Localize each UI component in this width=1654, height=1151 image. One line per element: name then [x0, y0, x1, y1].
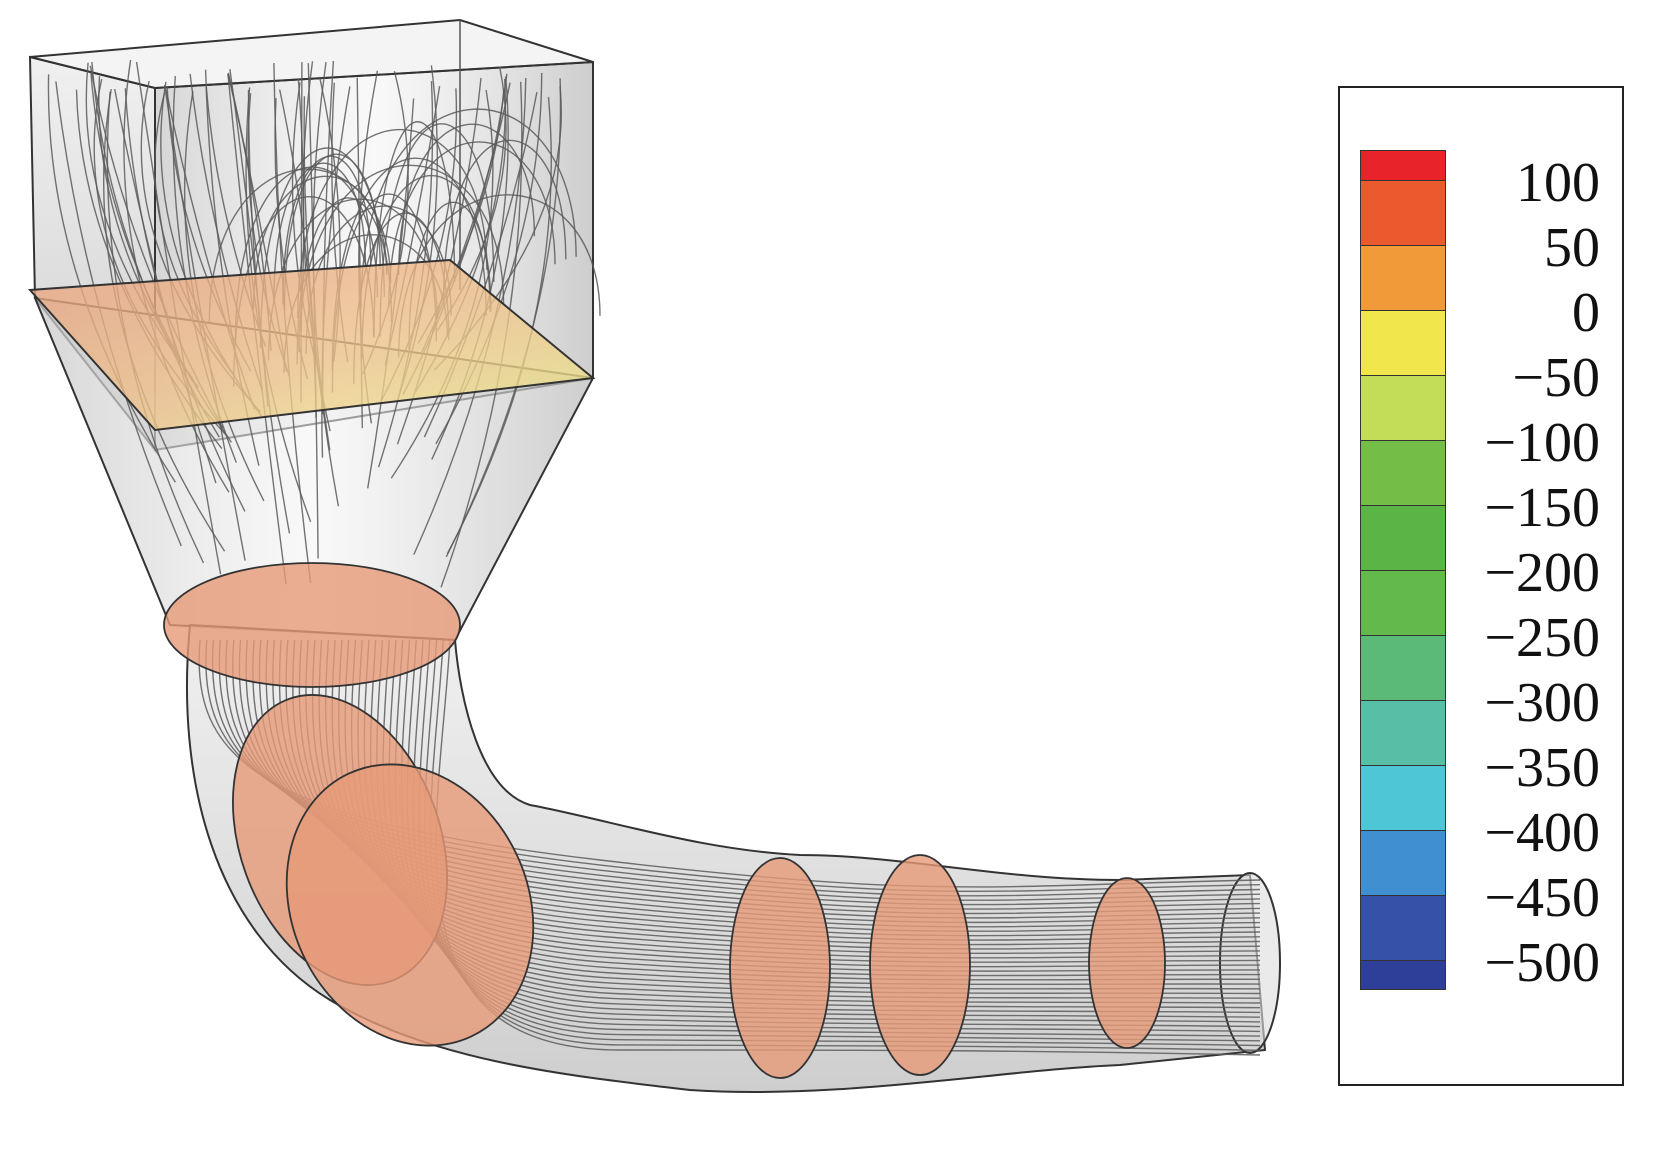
legend-tick-label: −150 [1484, 477, 1600, 539]
legend-swatch [1360, 375, 1446, 440]
legend-swatch [1360, 895, 1446, 960]
horizontal-section-plane [27, 258, 596, 432]
section-pipe-1 [729, 857, 831, 1079]
legend-tick-label: −200 [1484, 542, 1600, 604]
legend-tick-label: −500 [1484, 932, 1600, 994]
legend-swatch [1360, 570, 1446, 635]
legend-tick-label: −350 [1484, 737, 1600, 799]
legend-tick-label: −250 [1484, 607, 1600, 669]
legend-swatch [1360, 180, 1446, 245]
legend-swatch [1360, 505, 1446, 570]
legend-tick-label: 50 [1544, 217, 1600, 279]
legend-swatch [1360, 245, 1446, 310]
legend-tick-label: −100 [1484, 412, 1600, 474]
legend-swatch [1360, 310, 1446, 375]
legend-tick-label: −300 [1484, 672, 1600, 734]
color-legend-bar [1360, 150, 1446, 990]
legend-swatch [1360, 960, 1446, 990]
section-pipe-2 [869, 854, 971, 1076]
section-pipe-3 [1088, 877, 1166, 1049]
legend-swatch [1360, 635, 1446, 700]
legend-swatch [1360, 830, 1446, 895]
legend-tick-label: 100 [1516, 152, 1600, 214]
legend-swatch [1360, 440, 1446, 505]
cross-sections [163, 562, 1166, 1079]
section-elbow-2 [285, 763, 535, 1047]
section-funnel-outlet [163, 562, 461, 688]
legend-swatch [1360, 765, 1446, 830]
legend-tick-label: 0 [1572, 282, 1600, 344]
legend-swatch [1360, 700, 1446, 765]
legend-tick-label: −50 [1512, 347, 1600, 409]
legend-tick-label: −400 [1484, 802, 1600, 864]
legend-tick-label: −450 [1484, 867, 1600, 929]
legend-swatch [1360, 150, 1446, 180]
